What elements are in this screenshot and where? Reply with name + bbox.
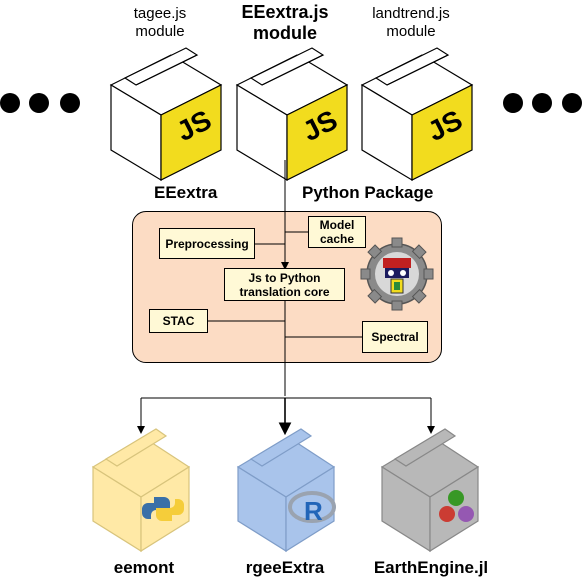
section-label-eeextra: EEextra bbox=[154, 183, 218, 202]
model-cache-node: Model cache bbox=[308, 216, 366, 248]
preprocessing-node: Preprocessing bbox=[159, 228, 255, 259]
r-logo-icon: R bbox=[304, 496, 323, 526]
ellipsis-left-icon bbox=[0, 93, 80, 113]
section-label-python-package: Python Package bbox=[302, 183, 434, 202]
stac-node: STAC bbox=[149, 309, 208, 333]
output-label-rgeeextra: rgeeExtra bbox=[245, 558, 325, 577]
output-label-earthengine-jl: EarthEngine.jl bbox=[373, 558, 489, 577]
translation-core-node: Js to Python translation core bbox=[224, 268, 345, 301]
ellipsis-right-icon bbox=[503, 93, 582, 113]
output-label-eemont: eemont bbox=[113, 558, 175, 577]
spectral-node: Spectral bbox=[362, 321, 428, 353]
